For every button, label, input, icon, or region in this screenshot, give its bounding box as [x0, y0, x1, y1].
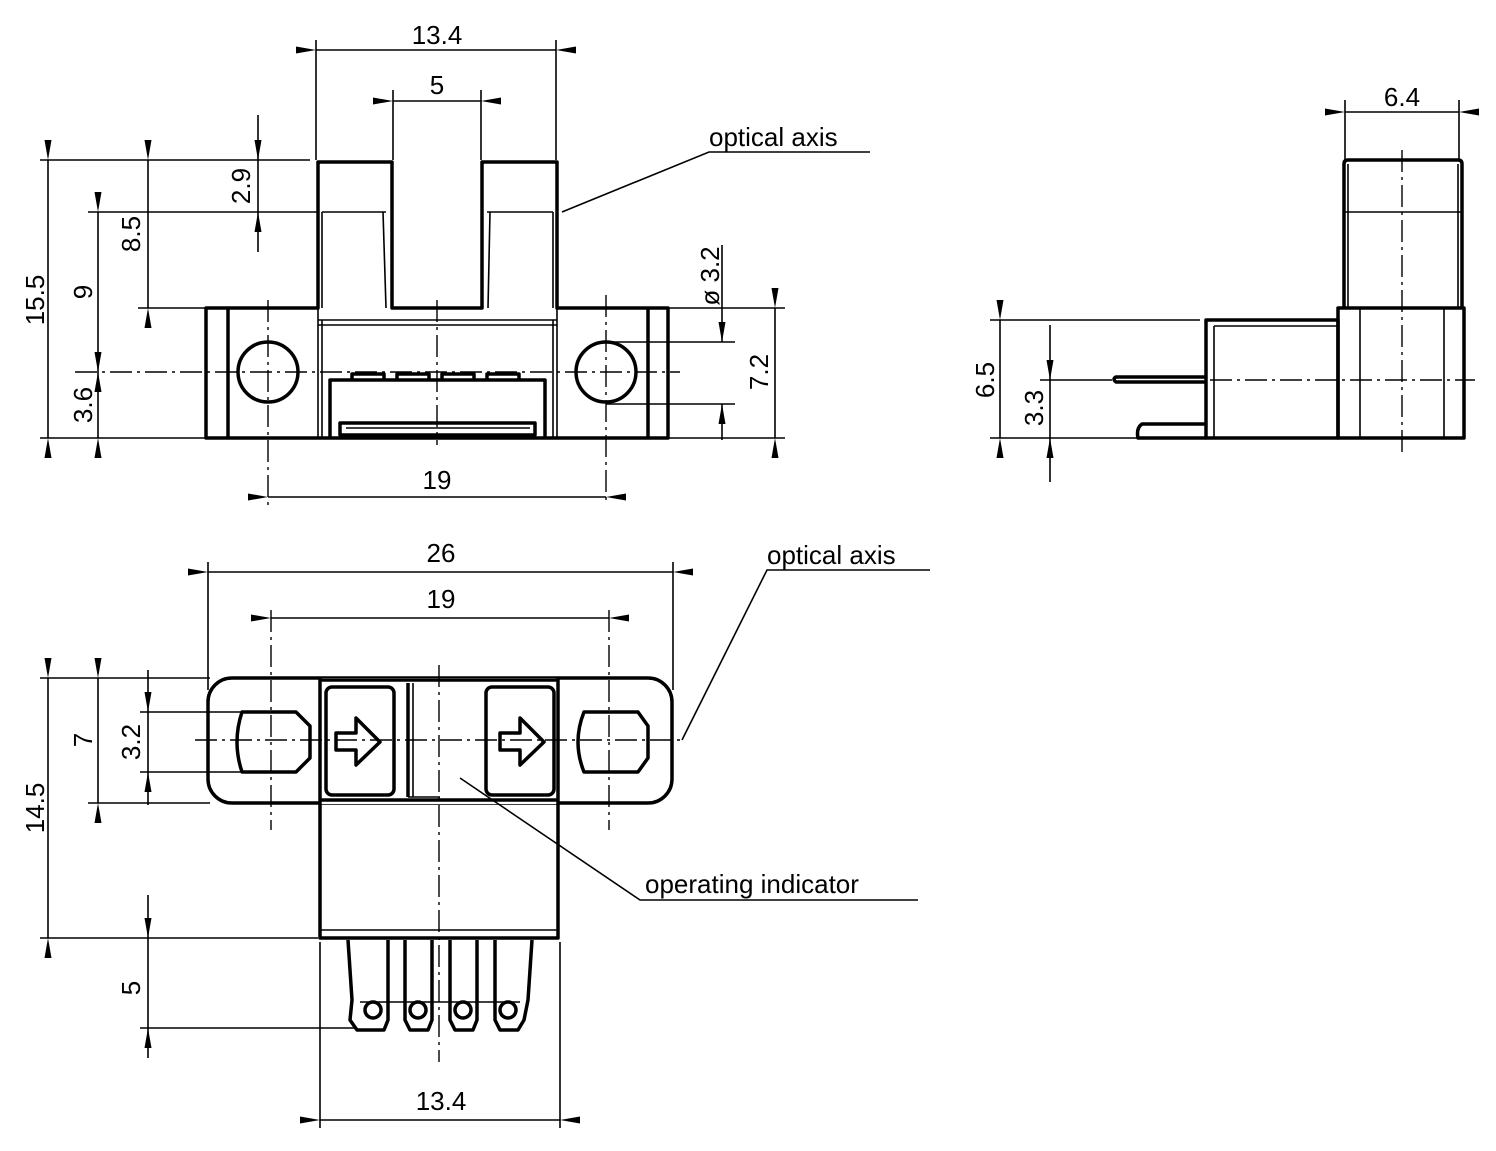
front-view: [75, 160, 680, 505]
dim-prong-height: 8.5: [116, 216, 146, 252]
bottom-view: [195, 610, 685, 1062]
side-view-dimensions: 6.4 6.5 3.3: [970, 82, 1479, 482]
label-optical-axis-bottom: optical axis: [767, 540, 896, 570]
bottom-view-dimensions: 26 19 14.5 7 3.2 5 13.4 optical axis ope…: [20, 538, 930, 1128]
dim-width-top: 13.4: [412, 20, 463, 50]
dim-slot-width: 3.2: [116, 724, 146, 760]
dim-axis-height: 9: [68, 285, 98, 299]
dim-base-height: 7.2: [744, 354, 774, 390]
dim-overall-width: 26: [427, 538, 456, 568]
side-view: [1112, 150, 1475, 452]
dim-depth-bottom: 14.5: [20, 783, 50, 834]
label-optical-axis-front: optical axis: [709, 122, 838, 152]
dim-axis-offset: 3.6: [68, 387, 98, 423]
dim-body-height: 6.5: [970, 362, 1000, 398]
dim-flange-depth: 7: [68, 733, 98, 747]
dim-depth: 6.4: [1384, 82, 1420, 112]
dim-slot: 5: [430, 70, 444, 100]
front-view-dimensions: 13.4 5 15.5 8.5 2.9 9 3.6 ø 3.2 7.2 19 o…: [20, 20, 870, 501]
label-operating-indicator: operating indicator: [645, 869, 859, 899]
pins: [346, 939, 534, 1032]
dim-pin-length: 5: [116, 981, 146, 995]
dim-height-total: 15.5: [20, 275, 50, 326]
dim-hole-pitch-bottom: 19: [427, 584, 456, 614]
dim-lens-height: 2.9: [226, 168, 256, 204]
dim-hole-diameter: ø 3.2: [695, 246, 725, 305]
dim-body-width: 13.4: [416, 1086, 467, 1116]
dim-hole-pitch: 19: [423, 465, 452, 495]
dim-pin-height: 3.3: [1019, 390, 1049, 426]
